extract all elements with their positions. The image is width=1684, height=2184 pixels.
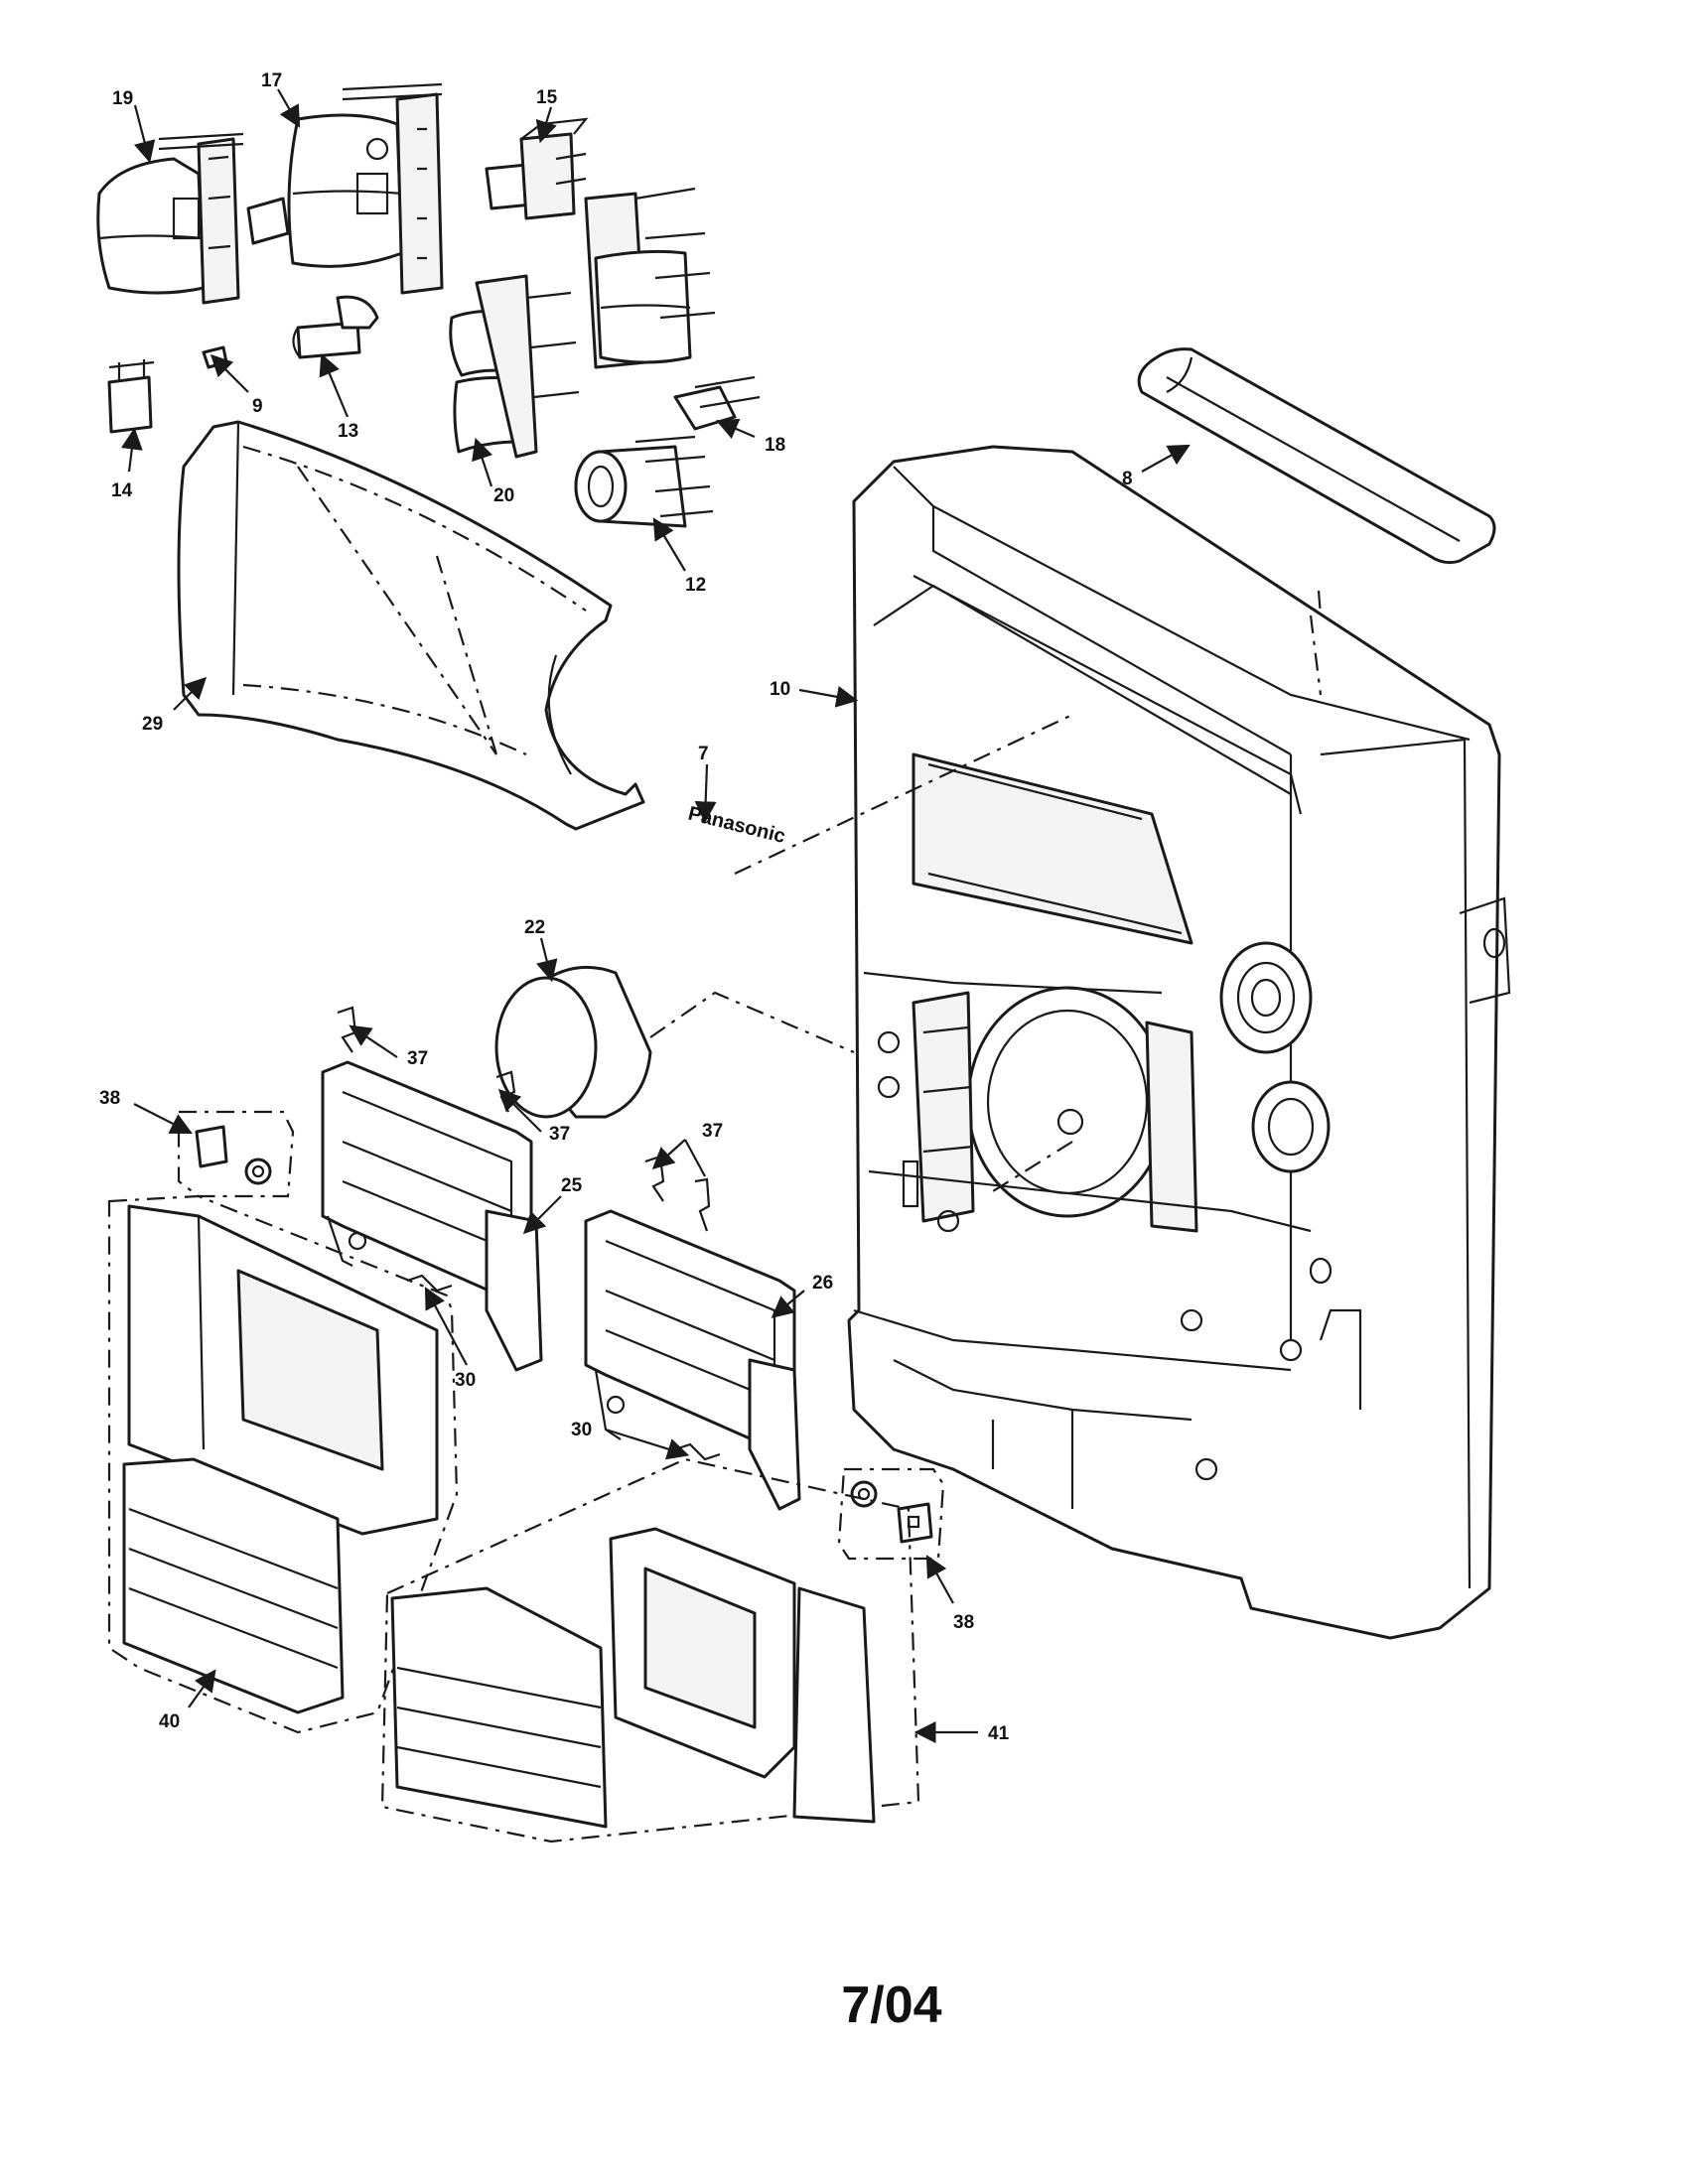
callout-38-b: 38 [953, 1612, 974, 1633]
part-13-shaft [292, 295, 379, 359]
part-10-front-cabinet [847, 445, 1511, 1640]
callout-14: 14 [111, 480, 133, 501]
callout-17: 17 [261, 70, 282, 91]
callout-38-a: 38 [99, 1088, 120, 1109]
part-26-cassette-holder [584, 1209, 801, 1511]
callout-37-b: 37 [549, 1124, 570, 1145]
callout-7: 7 [698, 744, 709, 764]
part-15-switch [485, 117, 589, 220]
part-20-button [449, 274, 580, 459]
part-22-knob [494, 965, 652, 1119]
callout-15: 15 [536, 87, 558, 108]
callout-13: 13 [338, 421, 358, 442]
part-38-gear-pad-right [837, 1467, 945, 1561]
part-41-cassette-door-right [380, 1457, 920, 1843]
callout-30-b: 30 [571, 1420, 592, 1440]
part-19-selector-assembly [96, 132, 244, 305]
callout-25: 25 [561, 1175, 583, 1196]
callout-18: 18 [765, 435, 785, 456]
part-12-cylinder [574, 435, 714, 528]
leader-lines [120, 88, 1323, 1743]
part-40-cassette-door-left [107, 1194, 459, 1734]
callout-8: 8 [1122, 469, 1133, 489]
part-8-top-handle [1137, 347, 1496, 565]
part-18-button-assembly [584, 187, 761, 431]
part-38-gear-pad-left [177, 1110, 295, 1198]
callout-37-c: 37 [702, 1121, 723, 1142]
brand-label: Panasonic [686, 803, 787, 849]
callout-20: 20 [493, 485, 514, 506]
callout-22: 22 [524, 917, 545, 938]
callout-labels: 19 17 15 9 13 14 20 18 8 12 29 7 10 22 3… [99, 70, 1133, 1744]
callout-19: 19 [112, 88, 133, 109]
page-number: 7/04 [841, 1977, 942, 2034]
part-14-switch [107, 359, 155, 434]
callout-26: 26 [812, 1273, 833, 1294]
callout-9: 9 [252, 396, 263, 417]
callout-41: 41 [988, 1723, 1010, 1744]
callout-40: 40 [159, 1711, 180, 1732]
callout-30-a: 30 [455, 1370, 476, 1391]
callout-29: 29 [142, 714, 163, 735]
callout-37-a: 37 [407, 1048, 428, 1069]
part-29-cover-panel [177, 420, 645, 831]
callout-12: 12 [685, 575, 706, 596]
part-17-jog-assembly [246, 82, 444, 295]
callout-10: 10 [770, 679, 790, 700]
